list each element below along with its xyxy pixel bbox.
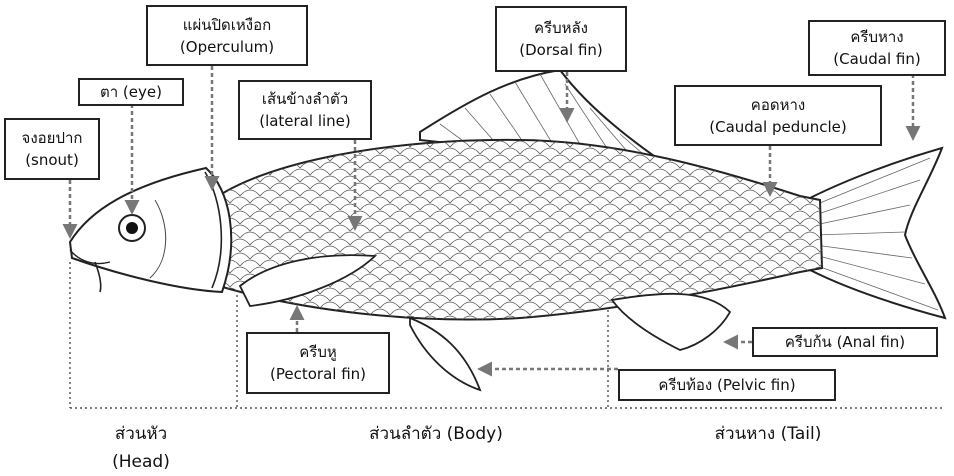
label-dorsal-fin-en: (Dorsal fin) — [519, 39, 603, 61]
fish-body-shape — [200, 130, 830, 330]
label-dorsal-fin: ครีบหลัง (Dorsal fin) — [495, 6, 627, 72]
label-lateral-line-en: (lateral line) — [259, 110, 351, 132]
label-operculum: แผ่นปิดเหงือก (Operculum) — [146, 5, 308, 66]
fish-head-shape — [70, 168, 231, 292]
label-snout: จงอยปาก (snout) — [4, 118, 100, 180]
label-anal-fin-text: ครีบก้น (Anal fin) — [785, 331, 905, 353]
label-caudal-peduncle-en: (Caudal peduncle) — [709, 116, 846, 138]
pelvic-fin-shape — [410, 318, 480, 390]
label-snout-en: (snout) — [25, 149, 79, 171]
label-caudal-peduncle-th: คอดหาง — [751, 94, 805, 116]
label-dorsal-fin-th: ครีบหลัง — [534, 17, 588, 39]
label-eye-text: ตา (eye) — [100, 81, 162, 103]
section-head: ส่วนหัว (Head) — [96, 420, 186, 476]
section-tail: ส่วนหาง (Tail) — [678, 420, 858, 448]
label-caudal-fin: ครีบหาง (Caudal fin) — [808, 20, 946, 76]
section-head-en: (Head) — [96, 448, 186, 476]
label-caudal-peduncle: คอดหาง (Caudal peduncle) — [674, 85, 882, 146]
label-lateral-line-th: เส้นข้างลำตัว — [262, 88, 348, 110]
label-anal-fin: ครีบก้น (Anal fin) — [752, 327, 938, 357]
caudal-fin-shape — [810, 148, 945, 318]
label-caudal-fin-th: ครีบหาง — [850, 26, 903, 48]
anal-fin-shape — [612, 294, 730, 350]
label-pectoral-fin-en: (Pectoral fin) — [270, 363, 366, 385]
label-pectoral-fin: ครีบหู (Pectoral fin) — [246, 332, 390, 394]
label-operculum-en: (Operculum) — [180, 36, 274, 58]
label-lateral-line: เส้นข้างลำตัว (lateral line) — [238, 80, 372, 140]
section-body: ส่วนลำตัว (Body) — [336, 420, 536, 448]
label-pelvic-fin-text: ครีบท้อง (Pelvic fin) — [658, 374, 795, 396]
section-head-th: ส่วนหัว — [96, 420, 186, 448]
label-pelvic-fin: ครีบท้อง (Pelvic fin) — [618, 369, 836, 401]
label-eye: ตา (eye) — [78, 78, 184, 106]
label-operculum-th: แผ่นปิดเหงือก — [183, 14, 271, 36]
label-snout-th: จงอยปาก — [22, 127, 83, 149]
label-pectoral-fin-th: ครีบหู — [299, 341, 337, 363]
label-caudal-fin-en: (Caudal fin) — [833, 48, 920, 70]
